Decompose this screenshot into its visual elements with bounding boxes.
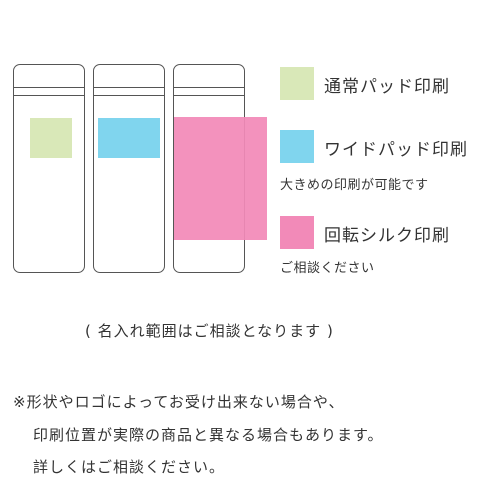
note-line: ※形状やロゴによってお受け出来ない場合や、 (13, 393, 345, 411)
print-area-normal-pad (30, 118, 72, 158)
bottle-wide-pad (93, 64, 165, 273)
legend-label-wide-pad: ワイドパッド印刷 (324, 140, 468, 160)
legend-swatch-wide-pad (280, 130, 314, 163)
bottle-normal-pad (13, 64, 85, 273)
legend-swatch-normal-pad (280, 67, 314, 100)
bottle-cap-line (174, 87, 244, 88)
note-line: 詳しくはご相談ください。 (33, 458, 226, 476)
note-line: 印刷位置が実際の商品と異なる場合もあります。 (33, 426, 384, 444)
print-area-silk (174, 117, 267, 240)
bottle-body-line (94, 95, 164, 96)
print-range-caption: ( 名入れ範囲はご相談となります ) (85, 322, 334, 340)
legend-note-silk: ご相談ください (280, 261, 375, 276)
legend-label-silk: 回転シルク印刷 (324, 226, 450, 246)
bottle-body-line (14, 95, 84, 96)
legend-note-wide-pad: 大きめの印刷が可能です (280, 178, 429, 193)
legend-label-normal-pad: 通常パッド印刷 (324, 77, 450, 97)
legend-swatch-silk (280, 216, 314, 249)
print-area-wide-pad (98, 118, 160, 158)
bottle-body-line (174, 95, 244, 96)
bottle-cap-line (14, 87, 84, 88)
bottle-cap-line (94, 87, 164, 88)
